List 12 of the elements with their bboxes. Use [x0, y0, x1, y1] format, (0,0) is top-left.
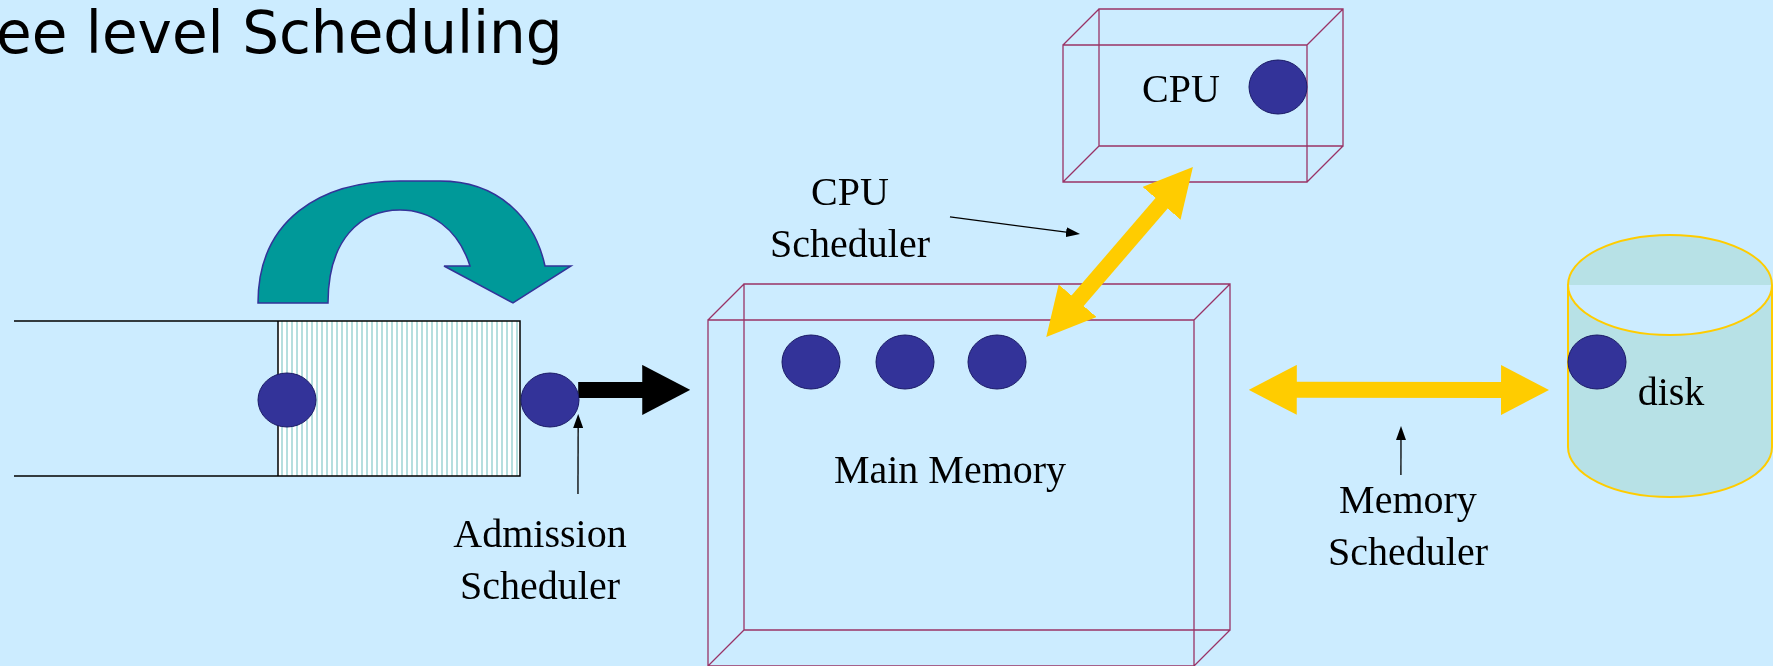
node-label: CPU	[1142, 65, 1220, 113]
scheduler-label: Memory Scheduler	[1327, 476, 1489, 576]
arrow	[1248, 364, 1550, 416]
scheduler-label: CPU Scheduler	[769, 168, 931, 268]
node-label: disk	[1637, 368, 1705, 416]
arrow	[1046, 166, 1193, 338]
arrow	[578, 364, 691, 415]
leader-arrow	[949, 216, 1080, 238]
scheduler-label: Admission Scheduler	[452, 510, 628, 610]
arrow	[573, 414, 584, 495]
leader-arrow	[1396, 426, 1406, 476]
node-label: Main Memory	[833, 446, 1067, 494]
